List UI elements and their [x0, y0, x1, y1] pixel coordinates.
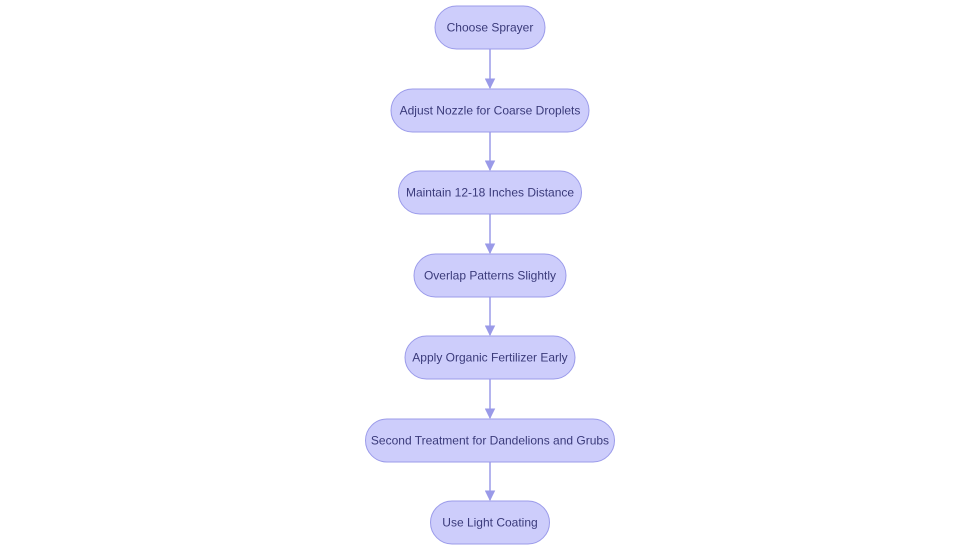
node-shape: [413, 253, 567, 298]
node-label: Apply Organic Fertilizer Early: [412, 351, 567, 365]
node-label: Maintain 12-18 Inches Distance: [406, 186, 574, 200]
node-overlap-patterns: Overlap Patterns Slightly: [413, 253, 567, 298]
node-second-treatment: Second Treatment for Dandelions and Grub…: [365, 418, 615, 463]
node-label: Adjust Nozzle for Coarse Droplets: [400, 104, 581, 118]
node-shape: [434, 5, 546, 50]
node-label: Choose Sprayer: [447, 21, 534, 35]
node-shape: [430, 500, 550, 545]
node-shape: [365, 418, 615, 463]
node-shape: [390, 88, 590, 133]
node-shape: [404, 335, 576, 380]
node-apply-fertilizer: Apply Organic Fertilizer Early: [404, 335, 576, 380]
node-label: Overlap Patterns Slightly: [424, 269, 556, 283]
node-light-coating: Use Light Coating: [430, 500, 550, 545]
node-label: Second Treatment for Dandelions and Grub…: [371, 434, 609, 448]
node-adjust-nozzle: Adjust Nozzle for Coarse Droplets: [390, 88, 590, 133]
node-maintain-distance: Maintain 12-18 Inches Distance: [398, 170, 582, 215]
node-shape: [398, 170, 582, 215]
node-choose-sprayer: Choose Sprayer: [434, 5, 546, 50]
node-label: Use Light Coating: [442, 516, 537, 530]
